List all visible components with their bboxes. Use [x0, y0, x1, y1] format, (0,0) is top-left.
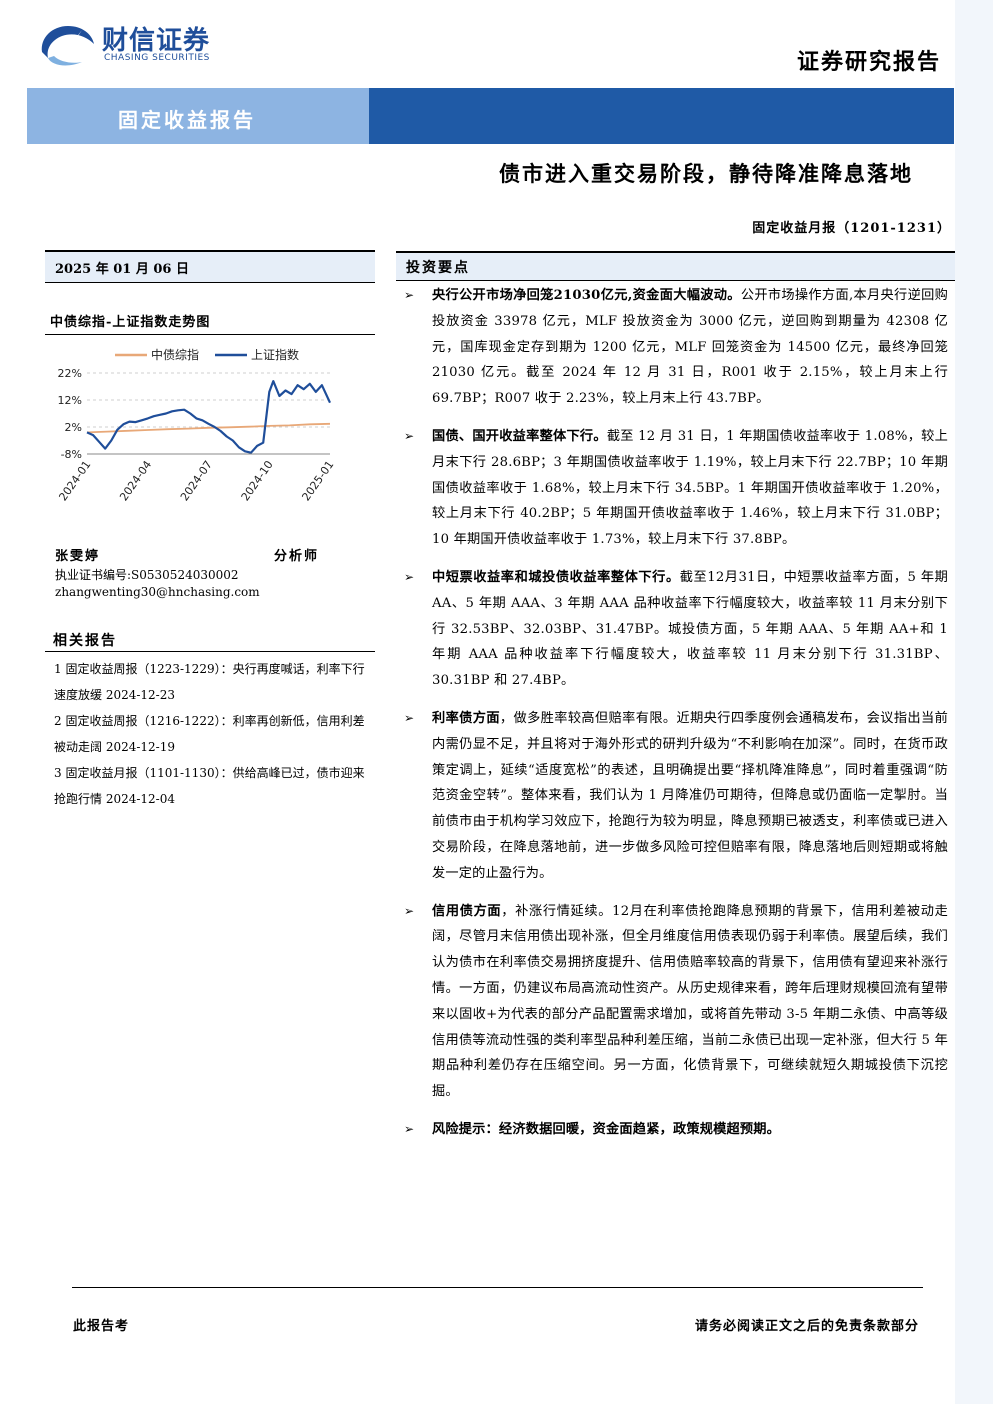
legend-label: 上证指数 [251, 347, 299, 362]
side-strip [955, 0, 993, 1404]
author-name: 张雯婷 [55, 549, 101, 564]
bullet-arrow-icon: ➢ [404, 288, 415, 302]
highlight-item: ➢ 央行公开市场净回笼21030亿元,资金面大幅波动。公开市场操作方面,本月央行逆… [402, 283, 948, 412]
series-line-cba [86, 422, 331, 434]
author-role: 分析师 [274, 549, 320, 564]
report-category: 固定收益报告 [118, 108, 256, 132]
bullet-arrow-icon: ➢ [404, 903, 415, 918]
header-band-dark [369, 88, 954, 144]
highlight-text: 截至 12 月 31 日，1 年期国债收益率收于 1.08%，较上月末下行 28… [432, 428, 948, 548]
logo-english-text: CHASING SECURITIES [104, 53, 210, 63]
bullet-arrow-icon: ➢ [404, 569, 415, 584]
series-line-sse [86, 379, 331, 454]
logo-emblem-icon [41, 26, 94, 66]
author-cert: 执业证书编号:S0530524030002 [55, 568, 239, 582]
investment-highlights-title: 投资要点 [406, 260, 470, 276]
author-email[interactable]: zhangwenting30@hnchasing.com [55, 585, 260, 599]
highlight-lead: 利率债方面 [432, 710, 500, 726]
highlight-item: ➢ 中短票收益率和城投债收益率整体下行。截至12月31日，中短票收益率方面，5 年… [402, 565, 948, 694]
divider [396, 280, 955, 281]
y-tick-label: -8% [61, 448, 82, 461]
report-date-box: 2025 年 01 月 06 日 [45, 250, 375, 283]
y-tick-label: 12% [58, 394, 82, 407]
chart-title: 中债综指-上证指数走势图 [50, 315, 211, 330]
highlight-text: ，补涨行情延续。12月在利率债抢跑降息预期的背景下，信用利差被动走阔，尽管月末信… [432, 903, 948, 1100]
highlight-text: 截至12月31日，中短票收益率方面，5 年期 AA、5 年期 AAA、3 年期 … [432, 569, 948, 689]
y-tick-label: 2% [65, 421, 82, 434]
page-title: 债市进入重交易阶段，静待降准降息落地 [499, 161, 913, 186]
highlight-item: ➢ 风险提示：经济数据回暖，资金面趋紧，政策规模超预期。 [402, 1117, 948, 1143]
highlight-lead: 央行公开市场净回笼21030亿元,资金面大幅波动。 [432, 288, 741, 303]
bullet-arrow-icon: ➢ [404, 710, 415, 725]
highlight-lead: 国债、国开收益率整体下行。 [432, 428, 607, 444]
highlight-item: ➢ 国债、国开收益率整体下行。截至 12 月 31 日，1 年期国债收益率收于 1… [402, 424, 948, 553]
highlight-item: ➢ 信用债方面，补涨行情延续。12月在利率债抢跑降息预期的背景下，信用利差被动走阔… [402, 899, 948, 1105]
divider [45, 334, 375, 335]
disclaimer-notice: 请务必阅读正文之后的免责条款部分 [694, 1319, 919, 1334]
highlight-lead: 中短票收益率和城投债收益率整体下行。 [432, 569, 680, 585]
x-tick-label: 2024-04 [117, 458, 154, 503]
footer-left-text: 此报告考 [73, 1319, 130, 1334]
related-reports-list: 1 固定收益周报（1223-1229）：央行再度喊话，利率下行速度放缓 2024… [54, 656, 372, 812]
company-logo: 财信证券 CHASING SECURITIES [38, 18, 228, 70]
highlight-lead: 信用债方面 [432, 903, 502, 919]
x-tick-label: 2024-07 [178, 458, 215, 503]
x-tick-label: 2024-01 [56, 458, 93, 503]
related-reports-title: 相关报告 [53, 633, 117, 649]
report-date: 2025 年 01 月 06 日 [55, 262, 189, 277]
related-report-item[interactable]: 3 固定收益月报（1101-1130）：供给高峰已过，债市迎来抢跑行情 2024… [54, 766, 365, 806]
footer-divider [72, 1287, 923, 1288]
investment-highlights: ➢ 央行公开市场净回笼21030亿元,资金面大幅波动。公开市场操作方面,本月央行逆… [402, 283, 948, 1143]
highlight-text: 公开市场操作方面,本月央行逆回购投放资金 33978 亿元，MLF 投放资金为 … [432, 288, 949, 407]
bullet-arrow-icon: ➢ [404, 428, 415, 443]
bullet-arrow-icon: ➢ [404, 1121, 415, 1136]
index-trend-chart: 中债综指 上证指数 22% 12% 2% -8%2024-01 2024-04 2024-0… [56, 347, 336, 503]
legend-label: 中债综指 [151, 347, 199, 362]
y-tick-label: 22% [58, 367, 82, 380]
highlight-lead: 风险提示：经济数据回暖，资金面趋紧，政策规模超预期。 [432, 1121, 781, 1137]
divider [45, 651, 375, 652]
x-tick-label: 2025-01 [299, 458, 336, 503]
highlight-item: ➢ 利率债方面，做多胜率较高但赔率有限。近期央行四季度例会通稿发布，会议指出当前内… [402, 706, 948, 887]
related-report-item[interactable]: 1 固定收益周报（1223-1229）：央行再度喊话，利率下行速度放缓 2024… [54, 662, 365, 702]
page-subtitle: 固定收益月报（1201-1231） [752, 221, 951, 236]
x-tick-label: 2024-10 [239, 458, 276, 503]
highlight-text: ，做多胜率较高但赔率有限。近期央行四季度例会通稿发布，会议指出当前内需仍显不足，… [432, 710, 948, 881]
report-type-label: 证券研究报告 [796, 49, 941, 75]
logo-chinese-text: 财信证券 [102, 26, 211, 56]
header-band-light [27, 88, 369, 144]
related-report-item[interactable]: 2 固定收益周报（1216-1222）：利率再创新低，信用利差被动走阔 2024… [54, 714, 365, 754]
investment-highlights-header: 投资要点 [396, 251, 955, 280]
